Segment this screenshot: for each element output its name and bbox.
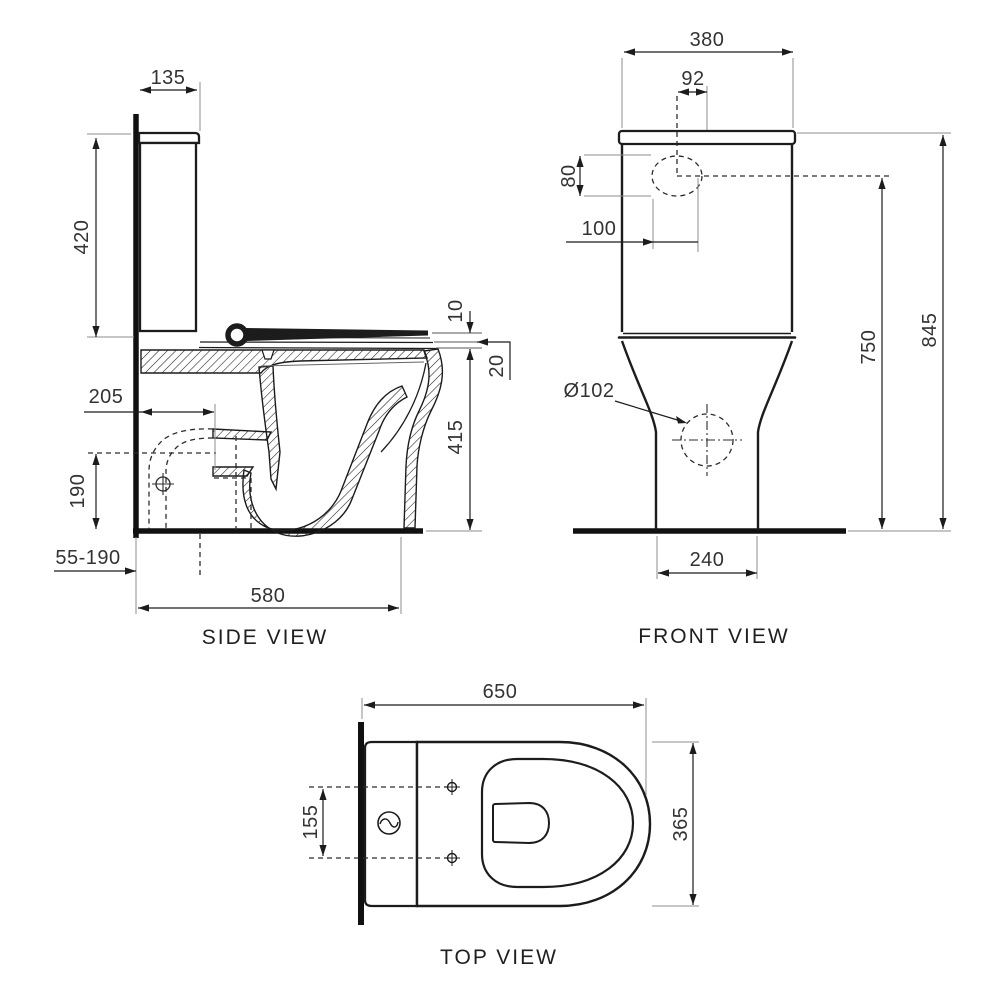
dim-side-outlet-setout-range: 55-190 [54,537,137,614]
top-flush-outlet-outline [492,801,551,845]
dim-side-overall-depth: 580 [138,537,402,614]
seat-hinge-icon [225,323,249,347]
dim-label-inlet-height: 190 [67,474,89,509]
side-bowl-interior-curve [380,362,427,453]
dim-label-button-offset: 92 [681,68,704,90]
dim-top-overall-length: 650 [361,681,647,795]
top-structure [309,722,652,925]
dim-label-front-cistern-width: 380 [690,29,725,51]
dim-front-overall-height: 845 [797,132,951,532]
fixing-hole-icon-top [444,779,460,795]
dim-label-base-width: 240 [690,549,725,571]
dim-label-seat-lid-thickness: 10 [445,299,467,322]
dim-label-overall-width: 365 [670,807,692,842]
dim-label-inlet-setout: 205 [89,386,124,408]
side-seat-bumper [261,349,275,360]
dim-front-outlet-diameter: Ø102 [564,380,687,424]
dim-label-cistern-height: 420 [71,220,93,255]
dim-label-seat-thickness: 20 [486,354,508,377]
side-outer-wall-section [403,348,444,529]
dim-label-pan-height: 415 [445,420,467,455]
dim-side-pan-height: 415 [426,349,482,532]
side-seat-lid [236,328,428,342]
dim-side-cistern-height: 420 [71,133,134,338]
dim-side-seat-lid-thickness: 10 [432,299,482,349]
dim-side-seat-thickness: 20 [477,338,511,380]
dim-side-cistern-width: 135 [140,67,201,131]
top-flush-button-icon [377,811,401,835]
side-inlet-socket-top [212,428,273,441]
dim-side-inlet-setout: 205 [84,386,216,470]
dim-label-button-height: 80 [558,164,580,187]
dim-label-cistern-width: 135 [151,67,186,89]
dim-top-fixing-hole-spacing: 155 [300,789,327,856]
dim-label-overall-height: 845 [919,313,941,348]
dim-front-cistern-width: 380 [621,29,794,128]
side-trap-section [242,385,408,537]
dim-front-base-width: 240 [656,536,758,579]
dim-label-outlet-setout-range: 55-190 [55,547,120,569]
front-pedestal-left-edge [620,340,658,530]
hidden-pipe-outer-dashed [148,428,214,529]
dim-label-fixing-hole-spacing: 155 [300,805,322,840]
side-view: 135 420 10 20 415 [54,67,511,649]
dim-label-button-centre-height: 750 [858,330,880,365]
dim-label-overall-depth: 580 [251,585,286,607]
front-view: 380 92 80 100 Ø102 [558,29,951,648]
side-structure [88,114,444,578]
front-structure [573,96,893,534]
front-pedestal-right-edge [756,340,794,530]
top-view-title: TOP VIEW [440,946,558,969]
side-view-title: SIDE VIEW [202,626,329,649]
dim-label-outlet-diameter: Ø102 [564,380,615,402]
dim-side-inlet-height: 190 [67,454,100,529]
side-seat-bottom-line [198,346,439,350]
pipe-center-crosshair-icon [152,473,174,495]
side-cistern-body [138,141,198,333]
top-view: 650 155 365 TOP VIEW [300,681,699,969]
hidden-pipe-inner-dashed [165,437,214,529]
side-cistern-lid [137,131,201,145]
front-cistern-lid [617,129,797,146]
dim-top-overall-width: 365 [652,741,699,907]
dim-front-button-height: 80 [558,154,651,197]
fixing-hole-icon-bottom [444,850,460,866]
top-seat-inner-outline [480,757,635,889]
flush-button-dashed-outline [651,155,703,197]
dim-front-button-offset: 92 [678,68,708,130]
dim-label-overall-length: 650 [483,681,518,703]
front-view-title: FRONT VIEW [638,625,789,648]
side-inner-wall-section [258,365,281,492]
dim-front-button-width: 100 [566,178,699,252]
side-bowl-interior-edge [260,361,425,367]
dim-label-button-width: 100 [582,218,617,240]
dim-front-button-centre-height: 750 [858,178,886,529]
